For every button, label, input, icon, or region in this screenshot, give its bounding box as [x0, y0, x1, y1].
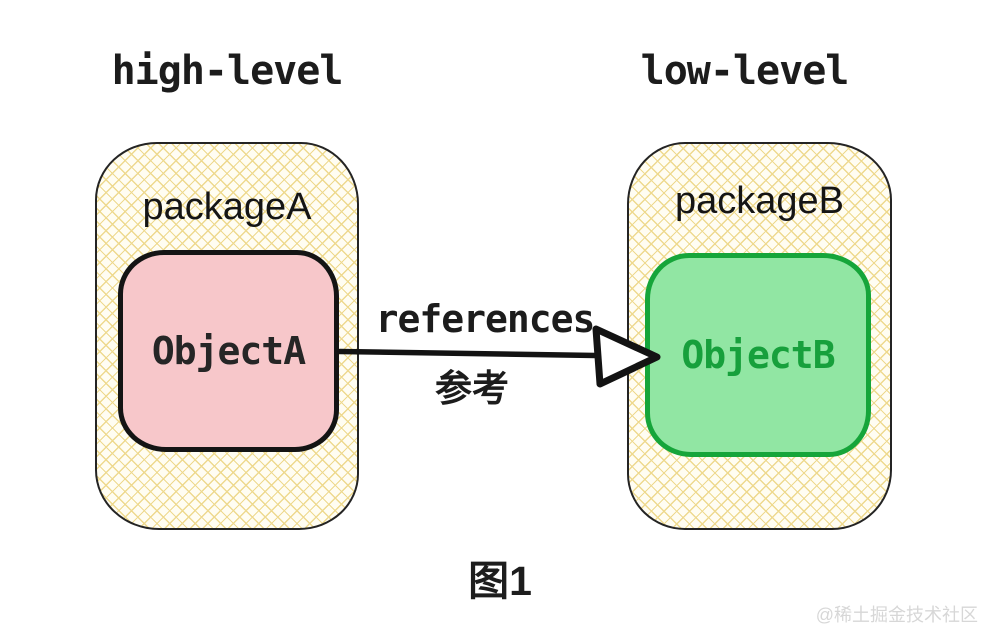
- object-a-label: ObjectA: [151, 329, 306, 373]
- package-a-box: packageA ObjectA: [95, 142, 359, 530]
- package-a-label: packageA: [142, 186, 312, 228]
- arrow-label-cankao: 参考: [435, 368, 509, 409]
- low-level-label: low-level: [640, 48, 850, 94]
- object-b-label: ObjectB: [681, 333, 835, 377]
- arrow-label-references: references: [375, 297, 596, 341]
- arrow-shaft: [337, 348, 631, 359]
- package-b-label: packageB: [674, 180, 844, 222]
- figure-caption: 图1: [468, 558, 532, 604]
- object-a-box: ObjectA: [118, 250, 339, 452]
- watermark-text: @稀土掘金技术社区: [815, 605, 978, 625]
- object-b-box: ObjectB: [645, 253, 871, 457]
- package-b-box: packageB ObjectB: [627, 142, 892, 530]
- high-level-label: high-level: [111, 48, 344, 94]
